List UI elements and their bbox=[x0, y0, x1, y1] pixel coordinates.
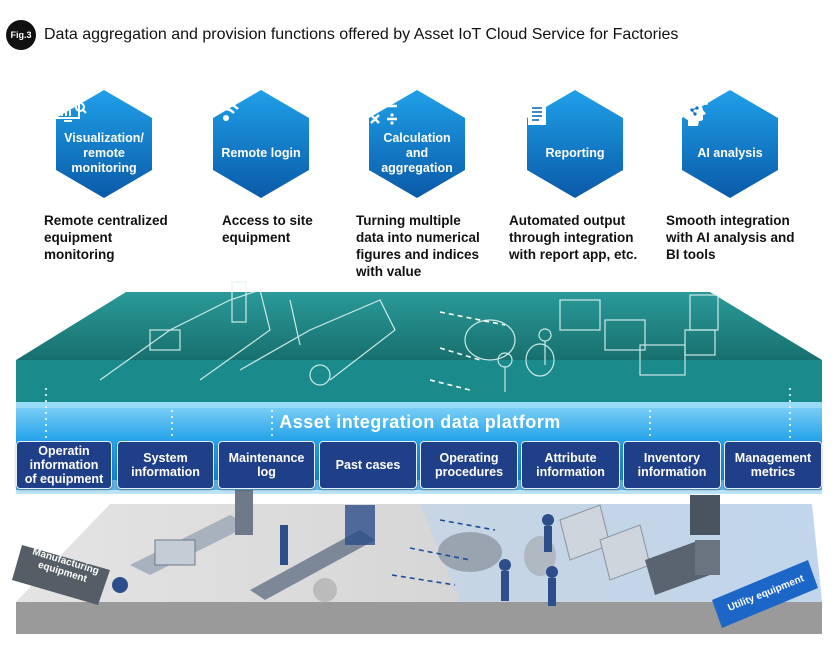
math-operators-icon bbox=[367, 100, 467, 125]
virtual-equipment-illustration bbox=[99, 281, 719, 392]
data-category-item: Past cases bbox=[319, 441, 417, 489]
platform-title: Asset integration data platform bbox=[279, 412, 561, 432]
function-ai-analysis: AI analysis bbox=[680, 88, 780, 200]
figure-header: Fig.3 Data aggregation and provision fun… bbox=[6, 20, 678, 50]
function-remote-login: Remote login bbox=[211, 88, 311, 200]
data-flow-arrows bbox=[391, 519, 496, 586]
hexagon-shape bbox=[527, 90, 623, 198]
function-label: Reporting bbox=[545, 145, 605, 160]
function-reporting: Reporting bbox=[525, 88, 625, 200]
wifi-icon bbox=[211, 100, 311, 124]
figure-title: Data aggregation and provision functions… bbox=[44, 26, 679, 43]
ai-brain-icon bbox=[680, 100, 780, 126]
hexagon-shape bbox=[369, 90, 465, 198]
manufacturing-tag bbox=[12, 545, 110, 605]
hexagon-shape bbox=[213, 90, 309, 198]
monitor-search-icon bbox=[54, 100, 154, 124]
function-label: Remote login bbox=[221, 145, 301, 160]
data-flow-arrows bbox=[429, 311, 506, 391]
cloud-plane bbox=[16, 292, 822, 360]
figure-badge: Fig.3 bbox=[6, 20, 36, 50]
utility-tag bbox=[712, 560, 818, 628]
document-icon bbox=[525, 100, 625, 125]
factory-equipment-illustration bbox=[112, 490, 720, 606]
hexagon-shape bbox=[682, 90, 778, 198]
function-label: AI analysis bbox=[697, 145, 763, 160]
